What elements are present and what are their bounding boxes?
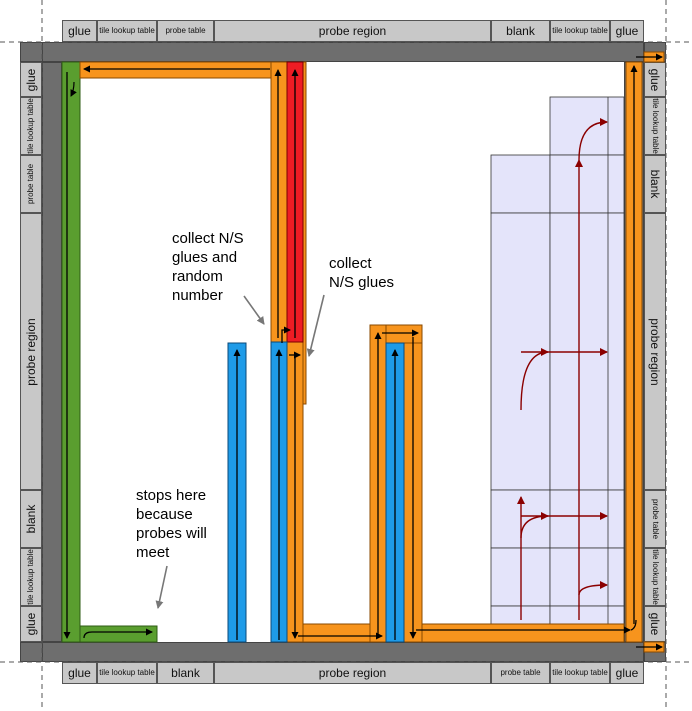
lavender-tile [549, 605, 625, 625]
bottom-label-text: tile lookup table [99, 668, 155, 677]
top-label-text: glue [615, 24, 639, 38]
orange-arrows [83, 53, 663, 651]
callout-arrow-collect [306, 294, 325, 357]
lavender-tile [549, 547, 625, 607]
arrow-turn [281, 326, 291, 343]
bottom-label-text: blank [171, 666, 200, 680]
orange-cap [385, 324, 423, 344]
top-label-glue-left: glue [62, 20, 97, 42]
annotation-stops-here: stops here because probes will meet [136, 487, 207, 561]
green-row [79, 625, 158, 643]
bottom-label-blank: blank [157, 662, 214, 684]
bottom-label-glue-left: glue [62, 662, 97, 684]
lavender-tile [549, 154, 625, 214]
red-arrows [517, 118, 608, 620]
top-label-text: glue [68, 24, 91, 38]
lavender-tile [549, 489, 625, 549]
orange-bottom-row [421, 623, 625, 643]
bottom-label-text: probe region [318, 666, 387, 680]
left-label-glue-top: glue [20, 62, 42, 97]
top-label-glue-right: glue [610, 20, 644, 42]
green-arrow-turn [70, 81, 77, 97]
top-label-blank: blank [491, 20, 550, 42]
blue-paths [227, 326, 405, 643]
annotation-collect-glues-random: collect N/S glues and random number [172, 230, 244, 304]
callout-arrow-stops [155, 565, 168, 609]
top-label-text: tile lookup table [99, 26, 155, 35]
bottom-label-glue-right: glue [610, 662, 644, 684]
bottom-label-text: probe table [500, 668, 541, 677]
red-arrow-curve [578, 118, 608, 161]
green-column [61, 61, 81, 643]
red-arrow-curve [578, 581, 608, 596]
annotation-collect-glues: collect N/S glues [329, 255, 395, 291]
blue-arrows [233, 326, 399, 640]
bottom-label-text: tile lookup table [552, 668, 608, 677]
top-label-text: probe table [165, 26, 206, 35]
green-path [61, 61, 158, 643]
bottom-label-text: glue [68, 666, 91, 680]
top-label-text: probe region [318, 24, 387, 38]
green-arrow-right [83, 628, 153, 639]
orange-top-row [79, 61, 272, 79]
top-label-text: blank [506, 24, 535, 38]
top-label-text: tile lookup table [552, 26, 608, 35]
lavender-tile [549, 96, 625, 156]
left-label-blank: blank [20, 490, 42, 548]
right-label-probe-table: probe table [644, 490, 666, 548]
arrow-turn [630, 619, 637, 631]
callout-pointers [155, 294, 325, 609]
lavender-tiles [490, 96, 625, 625]
callout-arrow-collect-random [243, 295, 265, 325]
bottom-label-probe-table: probe table [491, 662, 550, 684]
bottom-label-text: glue [615, 666, 639, 680]
top-label-probe-table: probe table [157, 20, 214, 42]
orange-column [270, 61, 288, 343]
lavender-tile [490, 154, 551, 214]
red-path [286, 61, 304, 343]
